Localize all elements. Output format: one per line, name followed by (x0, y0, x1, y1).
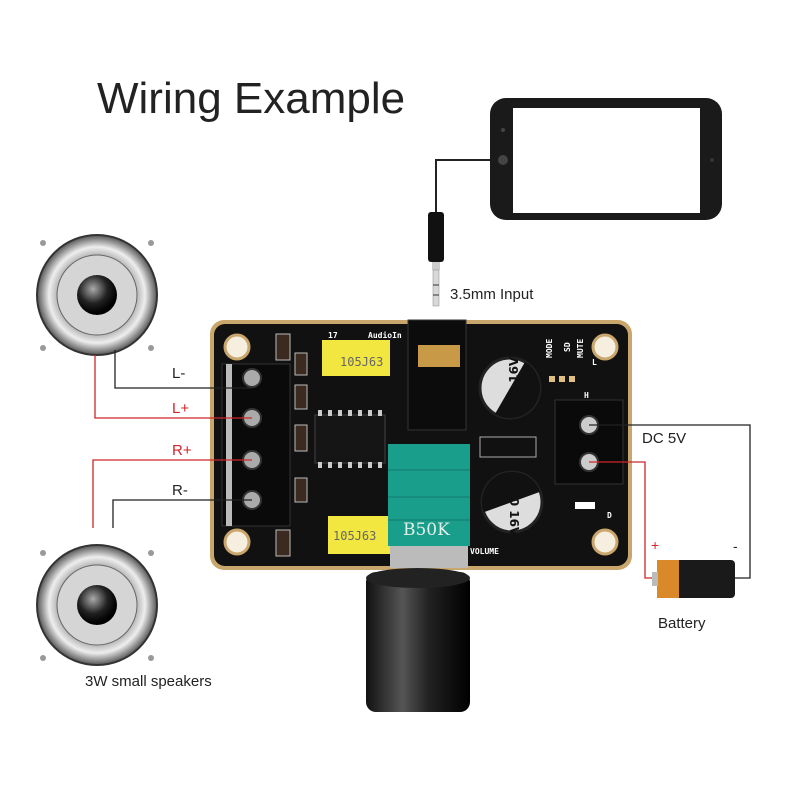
silk-17: 17 (328, 331, 338, 340)
silk-volume: VOLUME (470, 547, 499, 556)
wire-l-minus (114, 350, 252, 389)
pot-text: B50K (403, 520, 450, 540)
volume-potentiometer[interactable]: B50K (366, 444, 470, 712)
terminal-l-minus: L- (172, 365, 185, 382)
speaker-top (36, 234, 158, 356)
smartphone (490, 98, 722, 220)
terminal-r-minus: R- (172, 482, 188, 499)
silk-l: L (592, 358, 597, 367)
terminal-l-plus: L+ (172, 400, 189, 417)
capacitor-top-text: 105J63 (340, 355, 383, 369)
silk-audioin: AudioIn (368, 330, 402, 340)
terminal-r-plus: R+ (172, 442, 192, 459)
speakers-label: 3W small speakers (85, 673, 212, 690)
battery (652, 560, 735, 598)
speaker-bottom (36, 544, 158, 666)
battery-label: Battery (658, 615, 706, 632)
silk-d: D (607, 511, 612, 520)
battery-plus: + (651, 537, 659, 553)
title: Wiring Example (97, 74, 405, 123)
wire-r-plus (92, 459, 252, 528)
electrolytic-1-text: 470 16V VT (507, 334, 521, 412)
electrolytic-2-text: 470 16V VT (507, 481, 521, 559)
silk-mode: MODE (545, 339, 554, 358)
capacitor-bottom-text: 105J63 (333, 529, 376, 543)
wire-r-minus (112, 499, 252, 528)
silk-sd: SD (563, 342, 572, 352)
battery-minus: - (733, 538, 738, 554)
wire-l-plus (94, 355, 252, 419)
power-label: DC 5V (642, 430, 686, 447)
audio-cable (435, 159, 490, 215)
silk-h: H (584, 391, 589, 400)
wire-dc-plus (589, 461, 657, 579)
wire-dc-minus (589, 424, 751, 579)
silk-mute: MUTE (576, 339, 585, 358)
input-label: 3.5mm Input (450, 286, 534, 303)
audio-plug (428, 212, 444, 307)
